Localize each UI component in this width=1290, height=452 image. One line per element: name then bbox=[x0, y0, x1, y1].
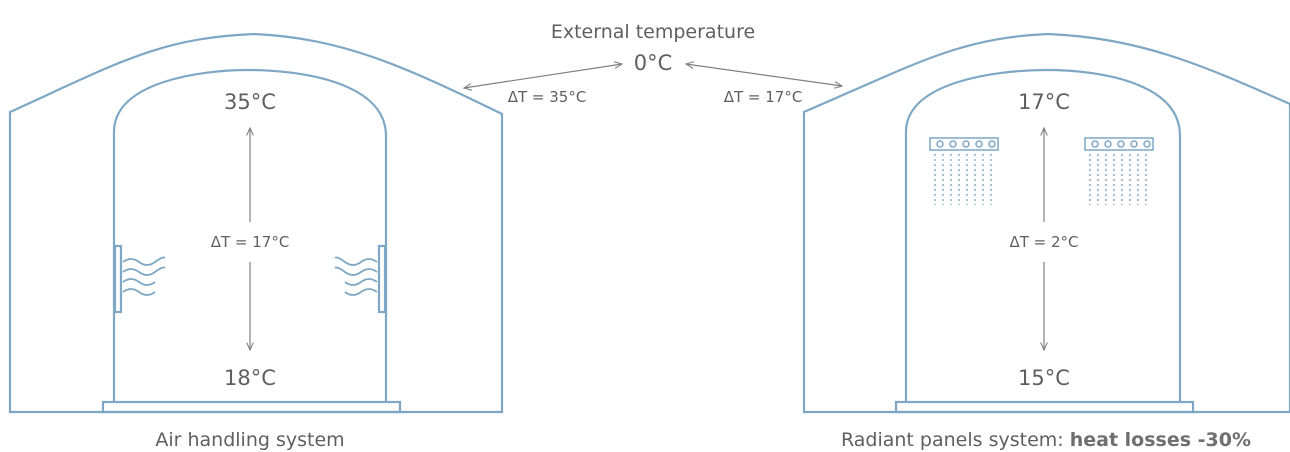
left-floor bbox=[101, 400, 402, 414]
right-floor bbox=[894, 400, 1195, 414]
radiant-panel-right bbox=[1084, 137, 1154, 205]
left-inner-arch bbox=[112, 68, 388, 402]
right-greenhouse bbox=[802, 32, 1290, 414]
outer-arrow-right bbox=[686, 64, 842, 86]
right-outer-shell bbox=[802, 32, 1290, 414]
right-inner-arch bbox=[904, 68, 1182, 402]
right-caption: Radiant panels system: heat losses -30% bbox=[841, 429, 1251, 451]
right-outer-delta: ΔT = 17°C bbox=[723, 88, 803, 106]
left-greenhouse bbox=[8, 32, 504, 414]
right-bottom-temp: 15°C bbox=[1018, 366, 1070, 390]
left-caption: Air handling system bbox=[155, 429, 345, 451]
external-temperature-value: 0°C bbox=[633, 51, 673, 75]
radiant-panel-left bbox=[929, 137, 999, 205]
outer-arrow-left bbox=[464, 64, 622, 88]
right-caption-bold: heat losses -30% bbox=[1069, 429, 1252, 451]
left-outer-shell bbox=[8, 32, 504, 414]
left-air-unit-left bbox=[113, 244, 166, 314]
left-air-unit-right bbox=[334, 244, 387, 314]
right-top-temp: 17°C bbox=[1018, 90, 1070, 114]
left-bottom-temp: 18°C bbox=[224, 366, 276, 390]
external-temperature-title: External temperature bbox=[550, 21, 756, 43]
right-inner-delta: ΔT = 2°C bbox=[1009, 233, 1079, 251]
left-outer-delta: ΔT = 35°C bbox=[507, 88, 587, 106]
left-inner-delta: ΔT = 17°C bbox=[210, 233, 290, 251]
right-caption-prefix: Radiant panels system: bbox=[840, 429, 1070, 451]
left-top-temp: 35°C bbox=[224, 90, 276, 114]
